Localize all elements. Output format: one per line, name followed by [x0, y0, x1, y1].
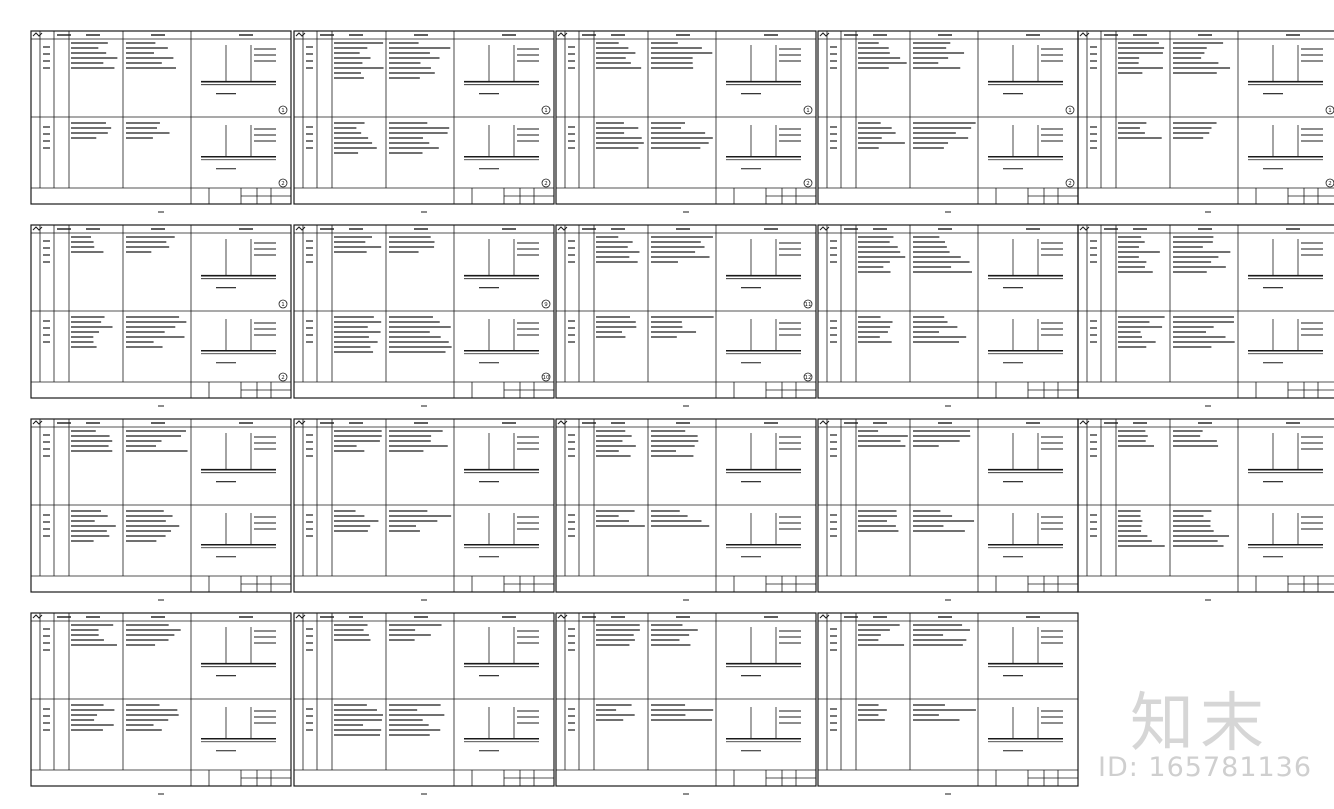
drawing-sheet-19 [817, 612, 1079, 795]
drawing-sheet-13 [555, 418, 817, 601]
detail-number-circle [278, 178, 288, 188]
drawing-sheet-9 [817, 224, 1079, 407]
drawing-sheet-17 [293, 612, 555, 795]
sheet-frame [555, 418, 817, 593]
sheet-frame [293, 224, 555, 399]
detail-number: 2 [544, 181, 548, 187]
detail-number-circle [541, 299, 551, 309]
drawing-sheet-7: 9 10 [293, 224, 555, 407]
sheet-frame [30, 30, 292, 205]
detail-number: 1 [1068, 108, 1072, 114]
sheet-frame [293, 30, 555, 205]
drawing-sheet-6: 12 [30, 224, 292, 407]
detail-number: 2 [1068, 181, 1072, 187]
detail-number-circle [1065, 105, 1075, 115]
detail-number: 2 [281, 375, 285, 381]
detail-number: 1 [1328, 108, 1332, 114]
detail-number-circle [541, 178, 551, 188]
sheet-frame [817, 224, 1079, 399]
detail-number-circle [1065, 178, 1075, 188]
sheet-frame [1077, 418, 1334, 593]
detail-number: 2 [806, 181, 810, 187]
drawing-sheet-10 [1077, 224, 1334, 407]
sheet-frame [555, 612, 817, 787]
detail-number: 10 [543, 375, 550, 381]
drawing-sheet-11 [30, 418, 292, 601]
drawing-sheet-12 [293, 418, 555, 601]
detail-number-circle [541, 372, 551, 382]
detail-number-circle [278, 299, 288, 309]
detail-number: 12 [805, 375, 812, 381]
detail-number: 9 [544, 302, 548, 308]
drawing-sheet-4: 12 [817, 30, 1079, 213]
detail-number-circle [1325, 178, 1334, 188]
detail-number: 1 [806, 108, 810, 114]
drawing-sheet-1: 12 [30, 30, 292, 213]
detail-number-circle [803, 299, 813, 309]
sheet-frame [817, 418, 1079, 593]
drawing-sheet-18 [555, 612, 817, 795]
detail-number: 1 [281, 108, 285, 114]
sheet-frame [555, 224, 817, 399]
drawing-sheet-2: 12 [293, 30, 555, 213]
detail-number-circle [803, 372, 813, 382]
drawing-sheet-8: 11 12 [555, 224, 817, 407]
detail-number: 2 [281, 181, 285, 187]
detail-number-circle [541, 105, 551, 115]
drawing-sheet-5: 12 [1077, 30, 1334, 213]
detail-number: 11 [805, 302, 812, 308]
detail-number-circle [803, 105, 813, 115]
drawing-sheet-16 [30, 612, 292, 795]
drawing-sheet-3: 12 [555, 30, 817, 213]
sheet-frame [817, 30, 1079, 205]
sheet-frame [1077, 30, 1334, 205]
sheet-frame [1077, 224, 1334, 399]
sheet-frame [293, 612, 555, 787]
sheet-frame [30, 612, 292, 787]
detail-number-circle [278, 105, 288, 115]
sheet-frame [817, 612, 1079, 787]
sheet-frame [30, 418, 292, 593]
detail-number: 2 [1328, 181, 1332, 187]
drawing-sheet-14 [817, 418, 1079, 601]
detail-number-circle [278, 372, 288, 382]
watermark-logo: 知末 [1130, 687, 1270, 761]
detail-number-circle [803, 178, 813, 188]
sheet-frame [555, 30, 817, 205]
detail-number: 1 [281, 302, 285, 308]
sheet-frame [30, 224, 292, 399]
watermark-id: ID: 165781136 [1098, 752, 1313, 783]
detail-number: 1 [544, 108, 548, 114]
detail-number-circle [1325, 105, 1334, 115]
sheet-frame [293, 418, 555, 593]
drawing-sheet-15 [1077, 418, 1334, 601]
